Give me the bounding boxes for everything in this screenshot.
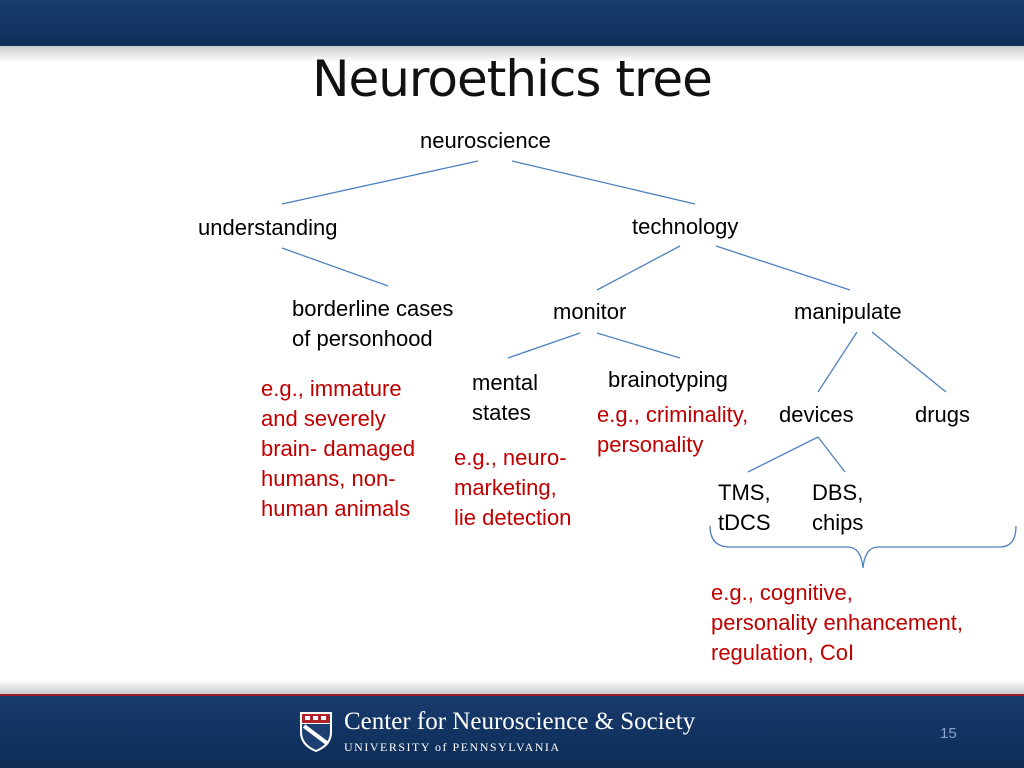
header-bar <box>0 0 1024 46</box>
edge-technology-monitor <box>596 245 681 291</box>
node-dbs-chips: DBS, chips <box>812 480 864 535</box>
node-brainotyping: brainotyping <box>608 367 728 392</box>
header-shadow <box>0 46 1024 62</box>
edge-devices-tms <box>747 436 819 473</box>
node-neuroscience: neuroscience <box>420 128 551 153</box>
node-drugs: drugs <box>915 402 971 427</box>
edge-understanding-borderline <box>281 247 389 287</box>
curly-brace <box>709 525 1017 569</box>
organization-university: UNIVERSITY of PENNSYLVANIA <box>344 740 561 754</box>
edge-root-understanding <box>281 160 479 205</box>
page-number: 15 <box>940 725 957 742</box>
node-mental-states: mental states <box>472 370 539 425</box>
example-mental-states: e.g., neuro- marketing, lie detection <box>454 445 572 530</box>
edge-technology-manipulate <box>715 245 851 291</box>
example-devices: e.g., cognitive, personality enhancement… <box>711 580 963 665</box>
edge-manipulate-devices <box>817 331 858 393</box>
example-brainotyping: e.g., criminality, personality <box>597 402 749 457</box>
footer-shadow <box>0 680 1024 694</box>
edge-monitor-mental <box>507 332 581 359</box>
node-manipulate: manipulate <box>794 299 902 324</box>
footer-accent-line <box>0 694 1024 696</box>
node-technology: technology <box>632 214 739 239</box>
edge-root-technology <box>511 160 696 205</box>
edge-monitor-brainotyping <box>596 332 681 359</box>
edge-manipulate-drugs <box>871 331 947 393</box>
example-borderline: e.g., immature and severely brain- damag… <box>261 376 416 521</box>
node-borderline-cases: borderline cases of personhood <box>292 296 454 351</box>
node-monitor: monitor <box>553 299 627 324</box>
slide-title: Neuroethics tree <box>312 50 713 108</box>
organization-name: Center for Neuroscience & Society <box>344 708 696 735</box>
footer-bar <box>0 694 1024 768</box>
edge-devices-dbs <box>817 436 846 473</box>
node-devices: devices <box>779 402 854 427</box>
penn-shield-icon <box>300 712 332 752</box>
node-tms-tdcs: TMS, tDCS <box>718 480 771 535</box>
node-understanding: understanding <box>198 215 338 240</box>
